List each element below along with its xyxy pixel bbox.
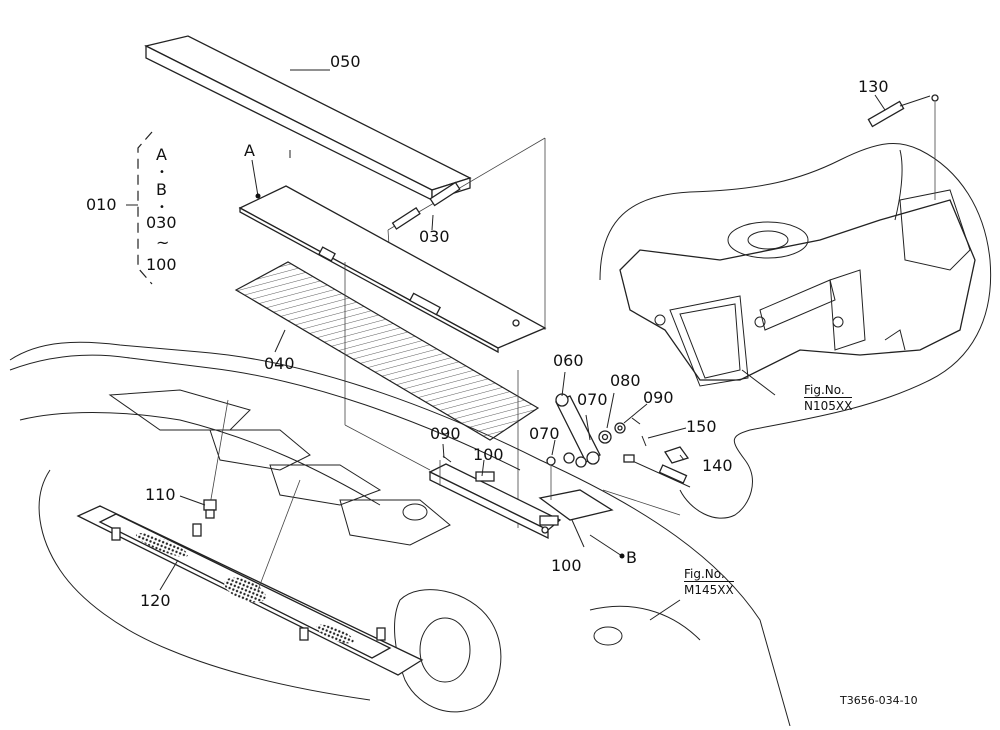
- figure-ref-code: M145XX: [684, 581, 734, 597]
- callout-090-left[interactable]: 090: [430, 424, 461, 443]
- bracket-100: [428, 463, 614, 540]
- dash-panel: [9, 341, 791, 727]
- callout-130[interactable]: 130: [858, 77, 889, 96]
- callout-150[interactable]: 150: [686, 417, 717, 436]
- filter-040: [234, 261, 540, 441]
- figure-ref-code: N105XX: [804, 397, 853, 413]
- heater-unit: [599, 142, 992, 519]
- figure-ref-label: Fig.No.: [684, 567, 725, 581]
- cable-140: [623, 435, 691, 488]
- callout-b[interactable]: B: [626, 548, 637, 567]
- figure-ref-label: Fig.No.: [804, 383, 845, 397]
- group-member-b: B: [156, 180, 167, 199]
- linkage: [442, 393, 641, 500]
- group-member-tilde: ~: [156, 233, 170, 252]
- callout-100-lower[interactable]: 100: [551, 556, 582, 575]
- group-bracket: [137, 131, 153, 285]
- rod-030: [391, 181, 461, 230]
- callout-070-upper[interactable]: 070: [577, 390, 608, 409]
- group-member-a: A: [156, 145, 167, 164]
- callout-070-lower[interactable]: 070: [529, 424, 560, 443]
- grille-120: [76, 505, 424, 676]
- callout-110[interactable]: 110: [145, 485, 176, 504]
- strut-130: [867, 94, 939, 221]
- callout-a-top[interactable]: A: [244, 141, 255, 160]
- callout-040[interactable]: 040: [264, 354, 295, 373]
- group-member-030: 030: [146, 213, 177, 232]
- callout-080[interactable]: 080: [610, 371, 641, 390]
- callout-group-010[interactable]: 010: [86, 195, 117, 214]
- callout-100-upper[interactable]: 100: [473, 445, 504, 464]
- callout-090-right[interactable]: 090: [643, 388, 674, 407]
- group-member-dot-2: •: [159, 202, 165, 213]
- callout-030[interactable]: 030: [419, 227, 450, 246]
- figure-ref-m145xx[interactable]: Fig.No. M145XX: [684, 567, 734, 597]
- callout-140[interactable]: 140: [702, 456, 733, 475]
- callout-050[interactable]: 050: [330, 52, 361, 71]
- panel-050: [144, 35, 472, 202]
- drawing-id: T3656-034-10: [840, 694, 918, 707]
- figure-ref-n105xx[interactable]: Fig.No. N105XX: [804, 383, 853, 413]
- callout-120[interactable]: 120: [140, 591, 171, 610]
- group-member-dot-1: •: [159, 167, 165, 178]
- callout-060[interactable]: 060: [553, 351, 584, 370]
- plate-A: [238, 185, 547, 354]
- clip-110: [203, 499, 217, 519]
- group-member-100: 100: [146, 255, 177, 274]
